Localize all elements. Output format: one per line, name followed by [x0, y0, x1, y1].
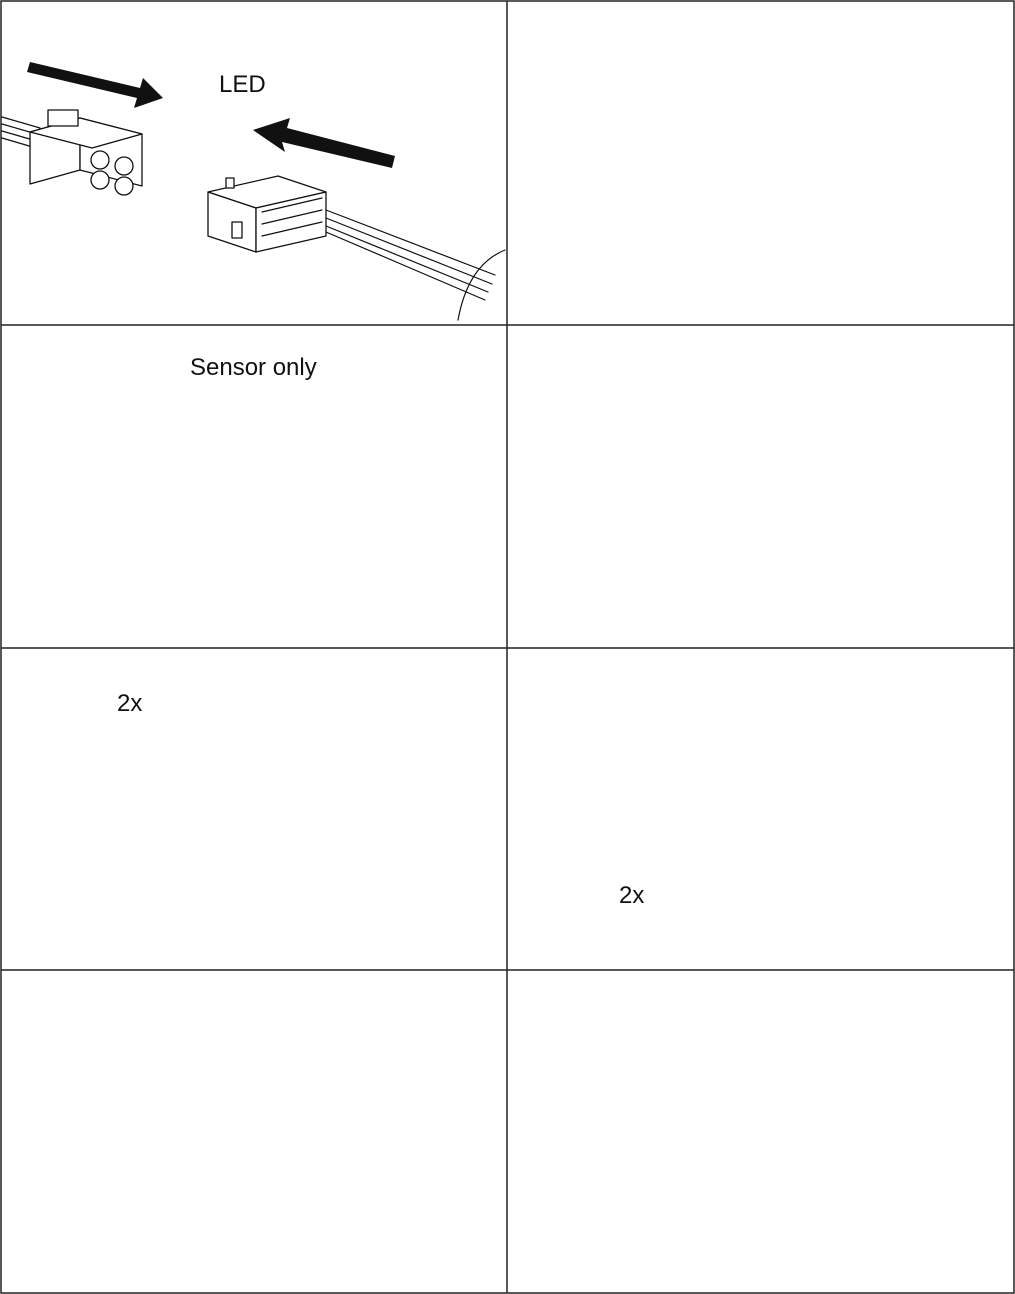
- arrow-icon: [253, 118, 395, 168]
- label-led: LED: [219, 71, 266, 98]
- label-quantity: 2x: [117, 690, 143, 717]
- connector-female-led: [29, 109, 143, 196]
- panel-connector-led: [1, 62, 506, 321]
- label-quantity: 2x: [619, 882, 645, 909]
- label-sensor-only: Sensor only: [190, 354, 317, 381]
- arrow-icon: [27, 62, 163, 108]
- connector-male-led: [207, 175, 327, 253]
